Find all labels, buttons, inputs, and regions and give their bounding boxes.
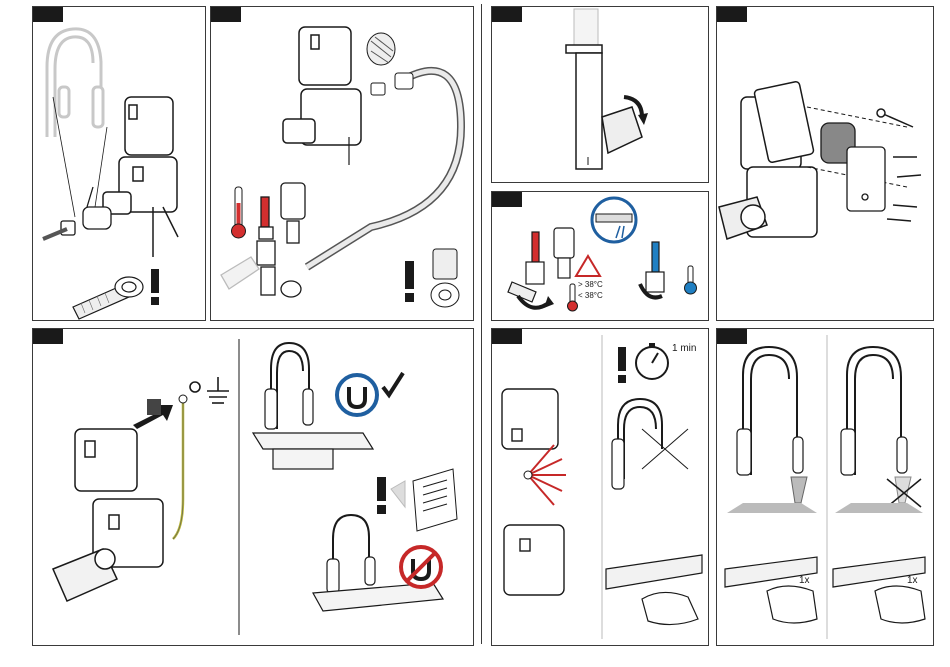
exclamation-icon: [377, 477, 386, 514]
step-1-panel: [32, 6, 206, 321]
grounding-illustration: [33, 329, 473, 645]
no-magnet-icon: [401, 547, 441, 587]
supply-connection-illustration: [211, 7, 473, 320]
hot-thermometer-icon: [232, 187, 246, 238]
calibration-illustration: [492, 329, 708, 645]
ground-symbol-icon: [190, 377, 229, 403]
temperature-check-illustration: [492, 192, 708, 320]
exclamation-icon: [405, 261, 414, 302]
spout-rotation-illustration: [492, 7, 708, 182]
step-5-panel: > 38°C < 38°C: [491, 191, 709, 321]
checkmark-icon: [383, 373, 403, 395]
step-2-panel: [210, 6, 474, 321]
page-divider: [481, 4, 482, 644]
step-7-panel: 1 min: [491, 328, 709, 646]
wait-time-label: 1 min: [672, 343, 696, 354]
battery-box-illustration: [717, 7, 933, 320]
spout-detail-icon: [592, 198, 636, 242]
cold-thermometer-icon: [685, 266, 697, 294]
step-3-panel: [491, 6, 709, 183]
hot-thermometer-icon: [568, 284, 578, 311]
exclamation-icon: [151, 269, 159, 305]
spray-test-illustration: [717, 329, 933, 645]
temp-low-label: < 38°C: [578, 291, 603, 300]
temp-high-label: > 38°C: [578, 280, 603, 289]
hose-connection-illustration: [33, 7, 205, 320]
hot-water-warning-icon: [576, 256, 600, 276]
step-8-panel: 1x 1x: [716, 328, 934, 646]
step-6-panel: [32, 328, 474, 646]
exclamation-icon: [618, 347, 626, 383]
press-once-label-left: 1x: [799, 575, 810, 586]
press-once-label-right: 1x: [907, 575, 918, 586]
step-4-panel: [716, 6, 934, 321]
stopwatch-icon: [636, 343, 668, 379]
magnet-icon: [337, 375, 377, 415]
